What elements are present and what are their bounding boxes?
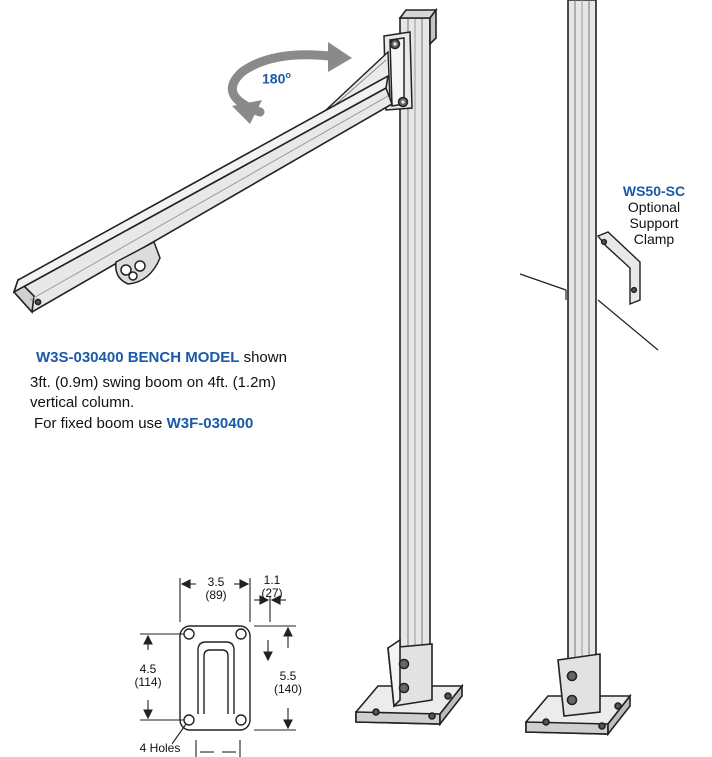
- rotation-arrow: [227, 42, 352, 124]
- dim-hole-span: 4.5 (114): [128, 663, 168, 689]
- clamp-code: WS50-SC: [622, 183, 686, 199]
- dim-offset-in: 1.1: [263, 573, 281, 587]
- dim-width-in: 3.5: [207, 575, 225, 589]
- right-column: [567, 0, 597, 661]
- caption-line-3: vertical column.: [30, 394, 135, 411]
- dim-hole-span-mm: (114): [134, 675, 162, 689]
- rotation-label: 180o: [262, 66, 291, 88]
- fixed-boom-prefix: For fixed boom use: [34, 415, 163, 432]
- base-plate-drawing: [179, 625, 251, 731]
- swing-boom: [12, 74, 393, 314]
- right-column-base: [525, 653, 632, 737]
- rotation-value: 180: [262, 70, 286, 87]
- caption-line-4: For fixed boom use W3F-030400: [34, 415, 253, 433]
- fixed-boom-code: W3F-030400: [166, 415, 254, 432]
- dim-length: 5.5 (140): [268, 670, 308, 696]
- bench-model-suffix: shown: [243, 349, 287, 366]
- holes-label: 4 Holes: [139, 741, 181, 755]
- clamp-line-2: Support: [629, 215, 679, 231]
- bench-model-code: W3S-030400 BENCH MODEL: [36, 349, 240, 366]
- bench-edge-lines: [519, 273, 659, 351]
- dim-offset-mm: (27): [261, 586, 283, 600]
- dim-width-mm: (89): [205, 588, 227, 602]
- left-column-base: [355, 638, 464, 727]
- dim-offset: 1.1 (27): [254, 574, 290, 600]
- caption-line-1: W3S-030400 BENCH MODEL shown: [36, 349, 287, 367]
- caption-line-2: 3ft. (0.9m) swing boom on 4ft. (1.2m): [30, 374, 276, 391]
- dim-length-in: 5.5: [279, 669, 297, 683]
- clamp-line-3: Clamp: [633, 231, 675, 247]
- base-plate-dimension-lines: [140, 578, 296, 757]
- dim-width: 3.5 (89): [198, 576, 234, 602]
- boom-trolley: [115, 240, 161, 285]
- clamp-line-1: Optional: [627, 199, 681, 215]
- dim-length-mm: (140): [273, 682, 302, 696]
- support-clamp-callout: WS50-SC Optional Support Clamp: [610, 183, 698, 247]
- rotation-unit: o: [285, 70, 291, 80]
- support-clamp: [596, 231, 641, 306]
- dim-hole-span-in: 4.5: [139, 662, 157, 676]
